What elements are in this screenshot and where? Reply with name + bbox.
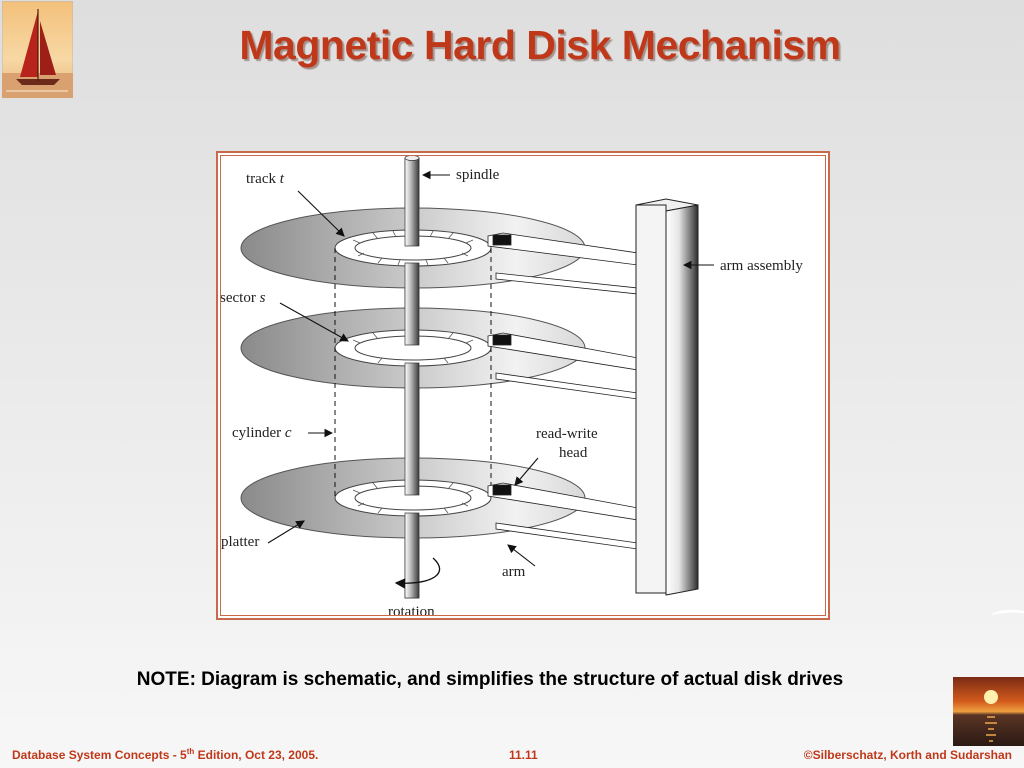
footer-copyright: ©Silberschatz, Korth and Sudarshan	[803, 748, 1012, 762]
label-arm-assembly: arm assembly	[720, 258, 803, 274]
platter-top	[240, 207, 586, 289]
label-arm: arm	[502, 564, 526, 580]
spindle-shaft	[404, 157, 420, 599]
arm-top	[487, 232, 639, 295]
arm-assembly-post	[635, 198, 699, 596]
sailboat-logo	[2, 1, 73, 98]
rotation-arrow	[394, 557, 441, 589]
label-sector: sector s	[220, 290, 266, 306]
arm-middle	[487, 332, 639, 400]
arm-bottom	[487, 482, 639, 550]
label-read-write-line1: read-write	[536, 426, 598, 442]
decorative-swoosh	[990, 609, 1024, 615]
label-cylinder: cylinder c	[232, 425, 292, 441]
footer-page-number: 11.11	[509, 748, 538, 762]
label-read-write-line2: head	[559, 445, 588, 461]
slide-footer: Database System Concepts - 5th Edition, …	[0, 744, 1024, 768]
sunset-logo	[953, 677, 1024, 746]
label-track: track t	[246, 171, 285, 187]
diagram-note: NOTE: Diagram is schematic, and simplifi…	[136, 669, 844, 690]
platter-bottom	[240, 457, 586, 539]
label-rotation: rotation	[388, 604, 435, 618]
slide-title: Magnetic Hard Disk Mechanism	[239, 22, 841, 68]
platter-middle	[240, 307, 586, 389]
label-platter: platter	[221, 534, 259, 550]
diagram-frame: track t spindle arm assembly sector s cy…	[216, 151, 830, 620]
disk-mechanism-diagram: track t spindle arm assembly sector s cy…	[220, 155, 803, 618]
footer-book-info: Database System Concepts - 5th Edition, …	[12, 747, 319, 763]
label-spindle: spindle	[456, 167, 500, 183]
